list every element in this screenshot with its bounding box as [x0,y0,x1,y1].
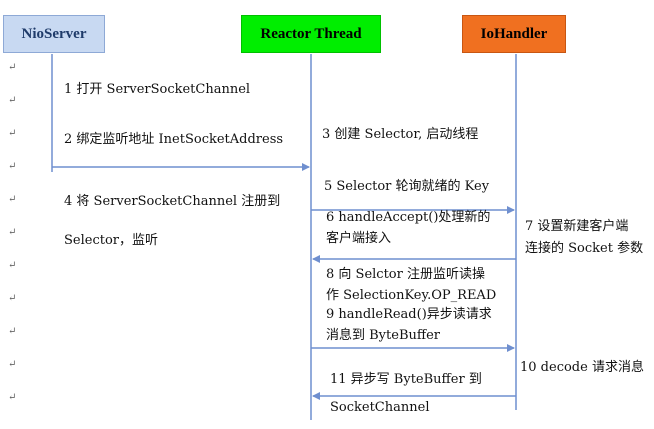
step-9-label-line2: 消息到 ByteBuffer [326,328,441,343]
step-11-label-line2: SocketChannel [330,400,430,415]
iohandler-label: IoHandler [480,25,548,42]
paragraph-mark: ↵ [8,128,17,139]
step-2-label: 2 绑定监听地址 InetSocketAddress [64,132,284,147]
step-3-label: 3 创建 Selector, 启动线程 [322,127,479,142]
step-7-label-line1: 7 设置新建客户端 [525,219,629,234]
iohandler-box: IoHandler [462,15,566,53]
step-7-label-line2: 连接的 Socket 参数 [525,241,644,256]
paragraph-mark: ↵ [8,95,17,106]
step-10-label: 10 decode 请求消息 [520,360,644,375]
reactor-thread-label: Reactor Thread [260,25,362,42]
paragraph-mark: ↵ [8,392,17,403]
paragraph-mark: ↵ [8,293,17,304]
step-8-label-line2: 作 SelectionKey.OP_READ [326,288,497,303]
step-8-label-line1: 8 向 Selctor 注册监听读操 [326,267,485,282]
step-9-label-line1: 9 handleRead()异步读请求 [326,307,492,322]
step-4-label-line1: 4 将 ServerSocketChannel 注册到 [64,194,281,209]
paragraph-mark: ↵ [8,62,17,73]
paragraph-mark: ↵ [8,260,17,271]
paragraph-mark: ↵ [8,194,17,205]
paragraph-mark: ↵ [8,227,17,238]
paragraph-mark: ↵ [8,326,17,337]
step-6-label-line2: 客户端接入 [326,231,392,246]
paragraph-mark: ↵ [8,359,17,370]
step-4-label-line2: Selector，监听 [64,233,158,248]
paragraph-mark: ↵ [8,161,17,172]
step-5-label: 5 Selector 轮询就绪的 Key [324,179,490,194]
reactor-thread-box: Reactor Thread [241,15,381,53]
nioserver-box: NioServer [3,15,105,53]
nioserver-label: NioServer [21,25,87,42]
step-11-label-line1: 11 异步写 ByteBuffer 到 [330,372,482,387]
step-6-label-line1: 6 handleAccept()处理新的 [326,210,491,225]
step-1-label: 1 打开 ServerSocketChannel [64,82,251,97]
